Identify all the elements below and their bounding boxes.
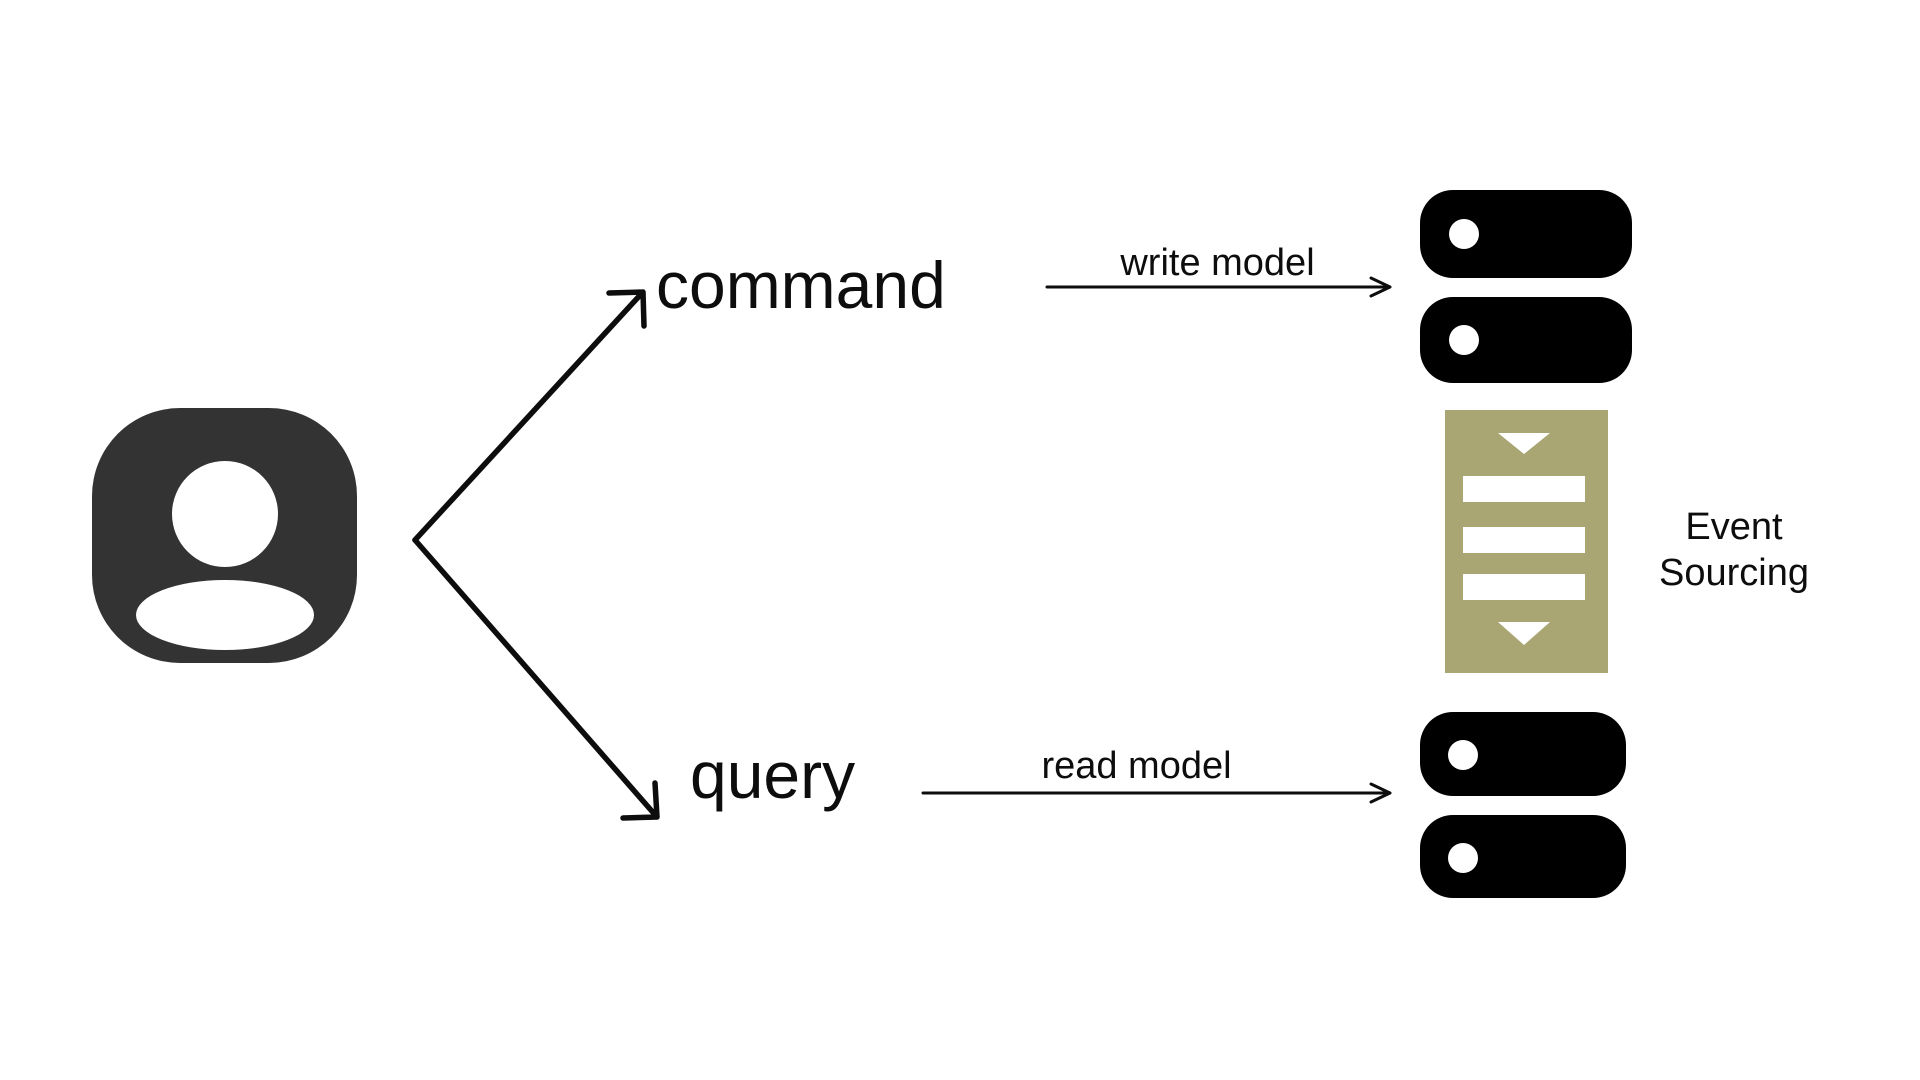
query-arrow <box>412 537 660 821</box>
write-model-server-stack-icon <box>1420 190 1632 383</box>
user-head-shape <box>172 461 278 567</box>
event-log-bar <box>1463 527 1585 553</box>
server-led-dot <box>1448 740 1478 770</box>
sync-down-triangle-icon <box>1498 622 1550 645</box>
read-model-arrow <box>921 782 1392 804</box>
user-icon <box>92 408 357 663</box>
command-arrow <box>412 289 647 543</box>
write-model-label: write model <box>1120 242 1315 284</box>
command-label: command <box>656 248 946 322</box>
event-log-bar <box>1463 574 1585 600</box>
event-sourcing-label-line2: Sourcing <box>1659 552 1809 594</box>
sync-down-triangle-icon <box>1498 433 1550 454</box>
server-unit <box>1420 712 1626 796</box>
server-unit <box>1420 815 1626 898</box>
write-model-arrow <box>1045 276 1392 298</box>
event-sourcing-label: Event Sourcing <box>1634 504 1834 596</box>
server-unit <box>1420 297 1632 383</box>
read-model-label: read model <box>1041 745 1232 787</box>
read-model-server-stack-icon <box>1420 712 1626 898</box>
event-sourcing-label-line1: Event <box>1685 506 1783 548</box>
event-store-sync-icon <box>1445 410 1608 673</box>
server-unit <box>1420 190 1632 278</box>
server-led-dot <box>1449 325 1479 355</box>
user-shoulders-shape <box>136 580 314 650</box>
event-log-bar <box>1463 476 1585 502</box>
server-led-dot <box>1449 219 1479 249</box>
server-led-dot <box>1448 843 1478 873</box>
query-label: query <box>690 738 856 812</box>
